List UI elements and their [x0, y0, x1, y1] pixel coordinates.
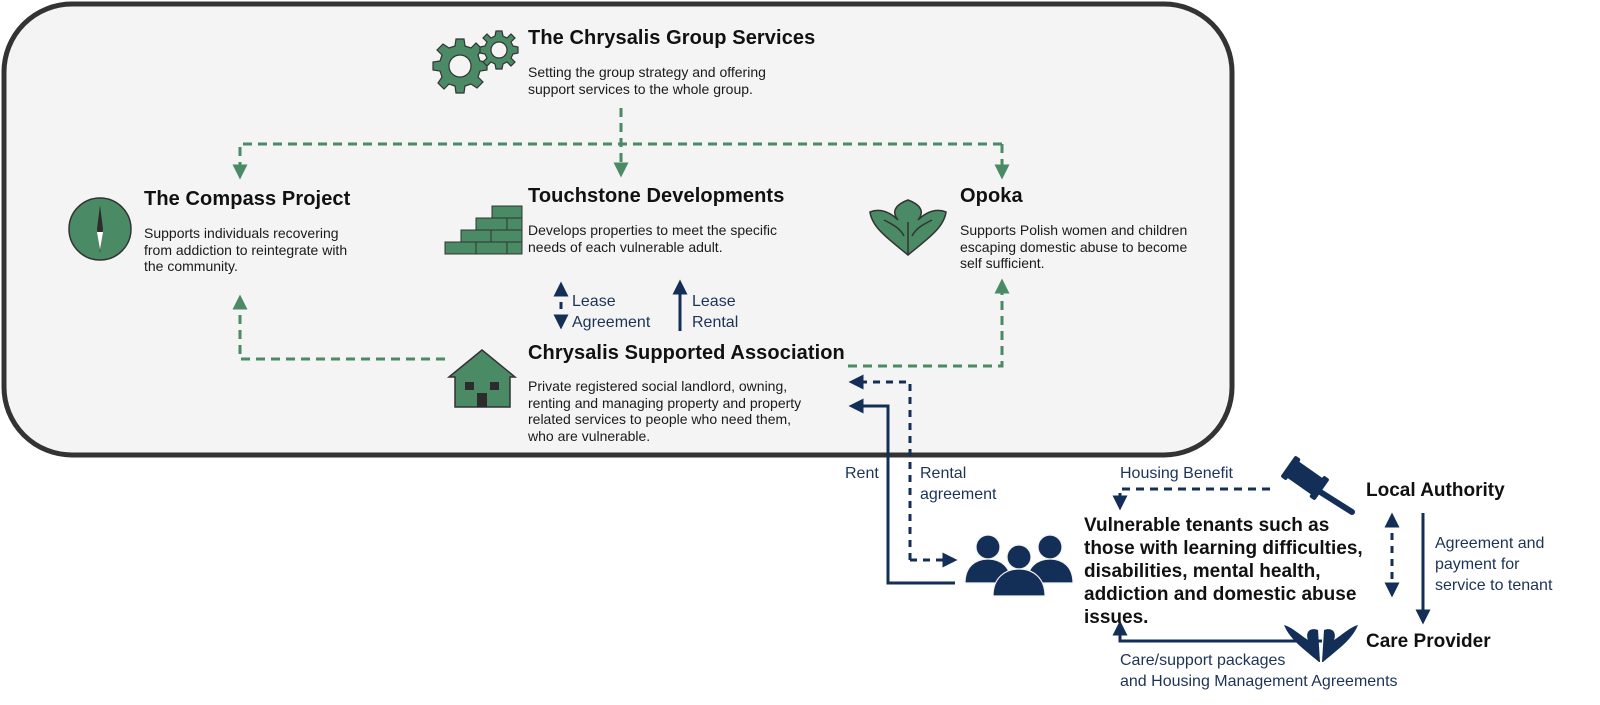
rental-agreement-arrow-up [848, 374, 912, 560]
connector-to-compass [232, 142, 1002, 180]
brick-wall-icon [444, 205, 523, 255]
lotus-hands-icon [869, 199, 947, 256]
people-group-icon [964, 534, 1074, 597]
care-provider-title: Care Provider [1366, 631, 1491, 652]
opoka-description: Supports Polish women and children escap… [960, 222, 1188, 271]
care-packages-arrow [1112, 620, 1322, 643]
lease-agreement-label: Lease Agreement [572, 293, 651, 331]
opoka-title: Opoka [960, 185, 1023, 207]
housing-benefit-arrow [1112, 487, 1270, 511]
gears-icon [432, 30, 519, 94]
touchstone-description: Develops properties to meet the specific… [528, 222, 778, 255]
touchstone-title: Touchstone Developments [528, 185, 785, 207]
association-description: Private registered social landlord, owni… [528, 378, 802, 444]
compass-description: Supports individuals recovering from add… [144, 225, 348, 274]
group-services-description: Setting the group strategy and offering … [528, 64, 766, 97]
gavel-icon [1281, 456, 1355, 515]
compass-icon [68, 197, 132, 261]
connector-association-to-compass [232, 294, 445, 361]
local-authority-title: Local Authority [1366, 480, 1505, 501]
tenants-description: Vulnerable tenants such as those with le… [1084, 515, 1363, 628]
housing-benefit-label: Housing Benefit [1120, 465, 1233, 482]
connector-association-to-opoka [848, 278, 1010, 368]
caring-hands-icon [1284, 625, 1358, 662]
navy-connectors [553, 279, 1431, 643]
group-container [1, 1, 1235, 458]
agreement-payment-label: Agreement and payment for service to ten… [1435, 535, 1553, 594]
rental-agreement-label: Rental agreement [920, 465, 997, 503]
lease-rental-label: Lease Rental [692, 293, 739, 331]
green-connectors [232, 108, 1010, 368]
rent-arrow [848, 398, 955, 585]
rent-label: Rent [845, 465, 879, 482]
association-title: Chrysalis Supported Association [528, 342, 845, 364]
compass-title: The Compass Project [144, 188, 351, 210]
group-services-title: The Chrysalis Group Services [528, 27, 816, 49]
house-icon [446, 349, 518, 408]
care-packages-label: Care/support packages and Housing Manage… [1120, 652, 1398, 690]
